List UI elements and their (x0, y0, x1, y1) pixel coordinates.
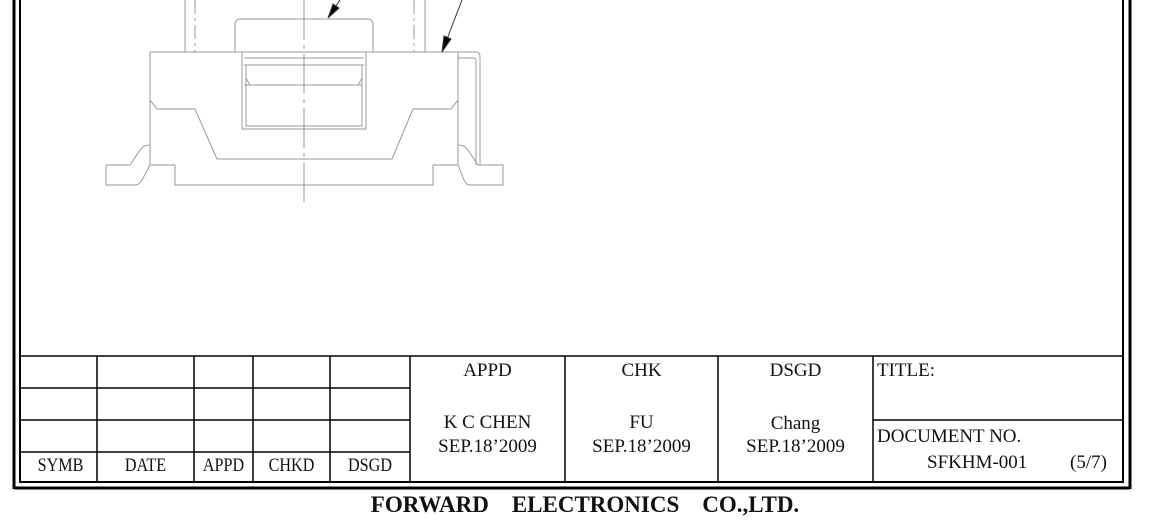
page-number: (5/7) (1070, 452, 1107, 473)
appd-date: SEP.18’2009 (438, 436, 537, 457)
header-date: DATE (124, 455, 167, 476)
dsgd-label: DSGD (769, 360, 822, 381)
company-name: FORWARD ELECTRONICS CO.,LTD. (370, 492, 800, 517)
dsgd-name: Chang (770, 413, 821, 434)
leader-arrows (327, 0, 463, 53)
header-symb: SYMB (37, 455, 84, 476)
title-block-grid (20, 355, 1123, 482)
switch-side-view (105, 0, 504, 206)
chk-date: SEP.18’2009 (592, 436, 691, 457)
document-no-label: DOCUMENT NO. (877, 426, 1022, 447)
appd-label: APPD (463, 360, 512, 381)
chk-name: FU (629, 412, 654, 433)
header-chkd: CHKD (268, 455, 315, 476)
header-dsgd: DSGD (348, 455, 392, 476)
title-label: TITLE: (877, 360, 936, 381)
document-no: SFKHM-001 (927, 452, 1028, 473)
dsgd-date: SEP.18’2009 (746, 436, 845, 457)
appd-name: K C CHEN (443, 412, 532, 433)
header-appd: APPD (202, 455, 245, 476)
chk-label: CHK (621, 360, 662, 381)
